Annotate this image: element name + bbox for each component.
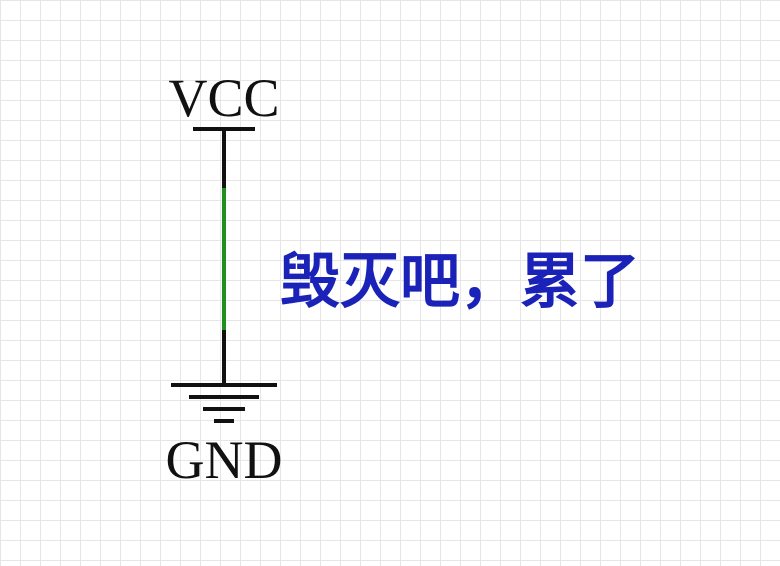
ground-symbol-icon: [171, 383, 277, 423]
annotation-text: 毁灭吧，累了: [280, 247, 640, 317]
vcc-label: VCC: [168, 68, 279, 128]
gnd-label: GND: [166, 430, 283, 490]
